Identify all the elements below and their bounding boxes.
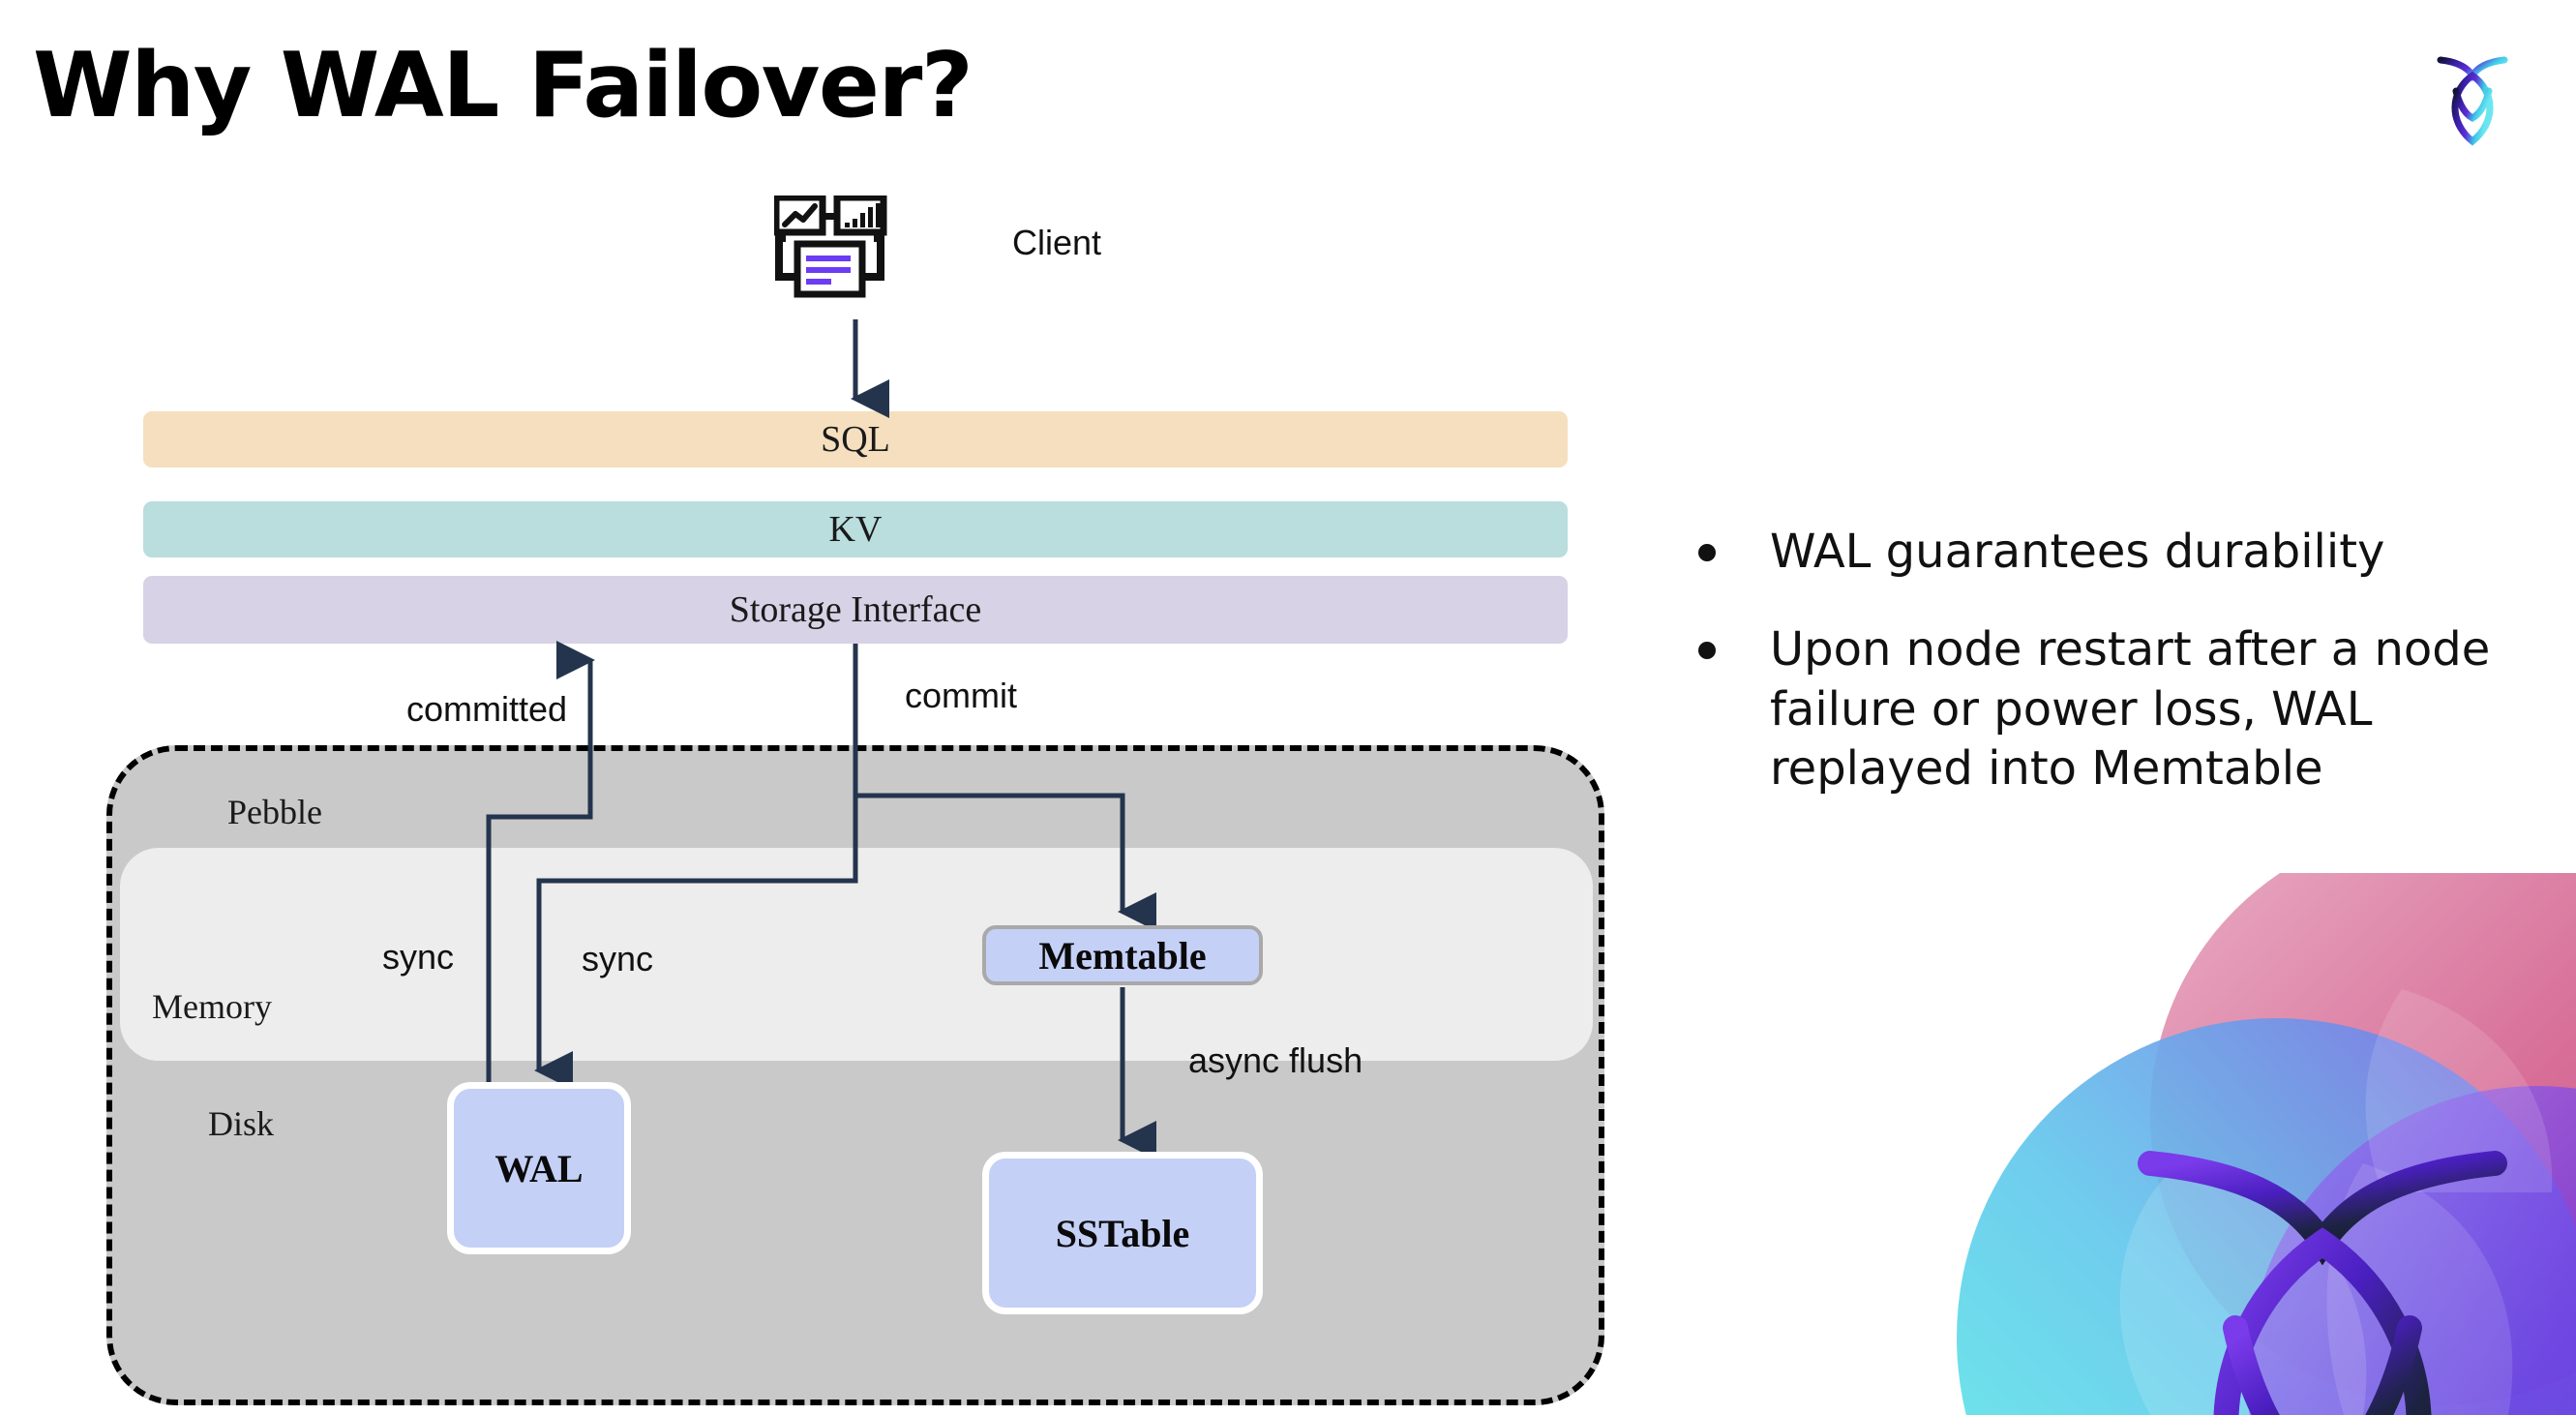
node-wal: WAL (447, 1082, 631, 1254)
edge-label-commit: commit (905, 676, 1017, 715)
client-dashboard-icon (772, 194, 929, 321)
cockroach-watermark-art (1860, 873, 2576, 1415)
edge-label-async-flush: async flush (1188, 1040, 1363, 1080)
node-sstable: SSTable (982, 1152, 1263, 1314)
memory-region (120, 848, 1593, 1061)
list-item: WAL guarantees durability (1698, 523, 2501, 582)
layer-bar-sql: SQL (143, 411, 1568, 467)
bullet-text: WAL guarantees durability (1770, 525, 2385, 579)
edge-label-committed: committed (406, 689, 568, 729)
cockroach-logo-icon (2410, 39, 2535, 165)
list-item: Upon node restart after a node failure o… (1698, 620, 2501, 798)
disk-label: Disk (208, 1104, 275, 1143)
bullet-dot-icon (1698, 544, 1716, 561)
memory-label: Memory (152, 987, 272, 1026)
page-title: Why WAL Failover? (33, 33, 973, 137)
node-memtable: Memtable (982, 925, 1263, 985)
client-label: Client (1012, 223, 1102, 262)
architecture-diagram: Client SQL KV Storage Interface Pebble M… (106, 194, 1604, 1405)
bullet-text: Upon node restart after a node failure o… (1770, 622, 2491, 797)
pebble-container (106, 745, 1604, 1405)
pebble-label: Pebble (227, 793, 322, 831)
edge-label-sync-right: sync (582, 939, 654, 978)
edge-label-sync-left: sync (382, 937, 455, 977)
layer-bar-kv: KV (143, 501, 1568, 557)
bullet-list: WAL guarantees durability Upon node rest… (1698, 523, 2501, 838)
bullet-dot-icon (1698, 642, 1716, 660)
layer-bar-storage-interface: Storage Interface (143, 576, 1568, 644)
